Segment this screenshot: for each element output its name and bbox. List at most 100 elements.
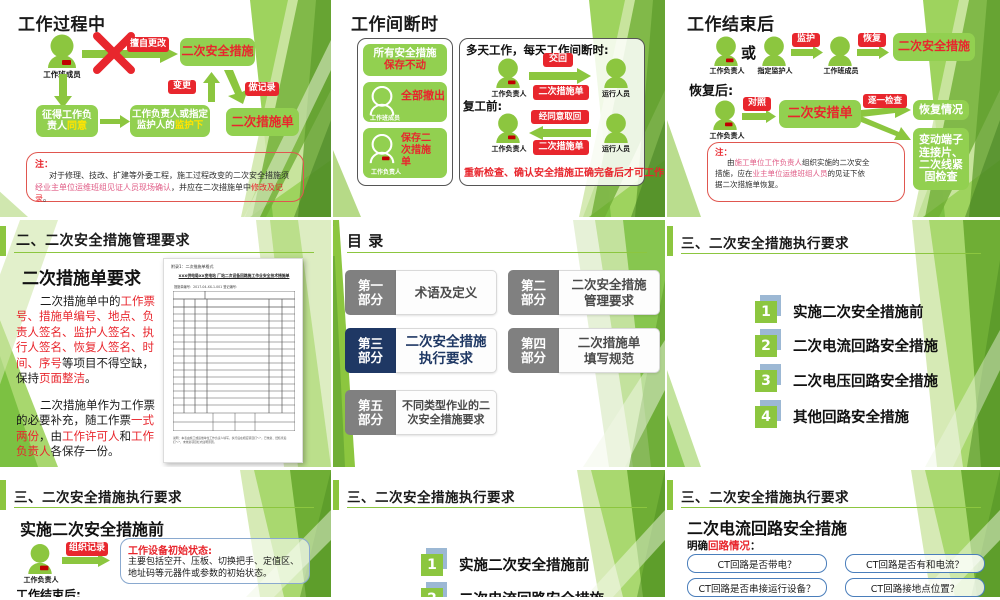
- label-person-1: 工作负责人: [709, 67, 745, 75]
- list-item-label-2: 二次电流回路安全措施: [459, 592, 604, 600]
- doc-title: XXX供电局XX变电站 厂站二次设备回路施工作业安全技术措施单: [178, 273, 290, 278]
- tag-doc-2: 二次措施单: [533, 140, 589, 155]
- label-person-leader: 工作负责人: [709, 132, 745, 140]
- document-thumbnail[interactable]: 附录1：二次措施单格式 XXX供电局XX变电站 厂站二次设备回路施工作业安全技术…: [163, 258, 303, 463]
- title-underline: [14, 507, 314, 508]
- tag-restore: 恢复: [858, 33, 886, 47]
- list-item-3[interactable]: 3 二次电压回路安全措施: [755, 364, 938, 393]
- note-line-1: 对于修理、技改、扩建等外委工程，施工过程改变的二次安全措施须: [49, 171, 289, 180]
- tag-supervise: 监护: [792, 33, 820, 47]
- list-item-label-4: 其他回路安全措施: [793, 410, 909, 426]
- step-number-1: 1: [755, 295, 781, 324]
- slide-contents[interactable]: 目 录 第一部分 术语及定义 第二部分 二次安全措施管理要求 第三部分 二次安全…: [333, 220, 667, 470]
- list-item-label-3: 二次电压回路安全措施: [793, 374, 938, 390]
- title-accent-bar: [0, 226, 6, 256]
- slide-ct-circuit-measures[interactable]: 三、二次安全措施执行要求 二次电流回路安全措施 明确回路情况： CT回路是否带电…: [667, 470, 1000, 600]
- ct-question-3[interactable]: CT回路是否串接运行设备？: [687, 578, 827, 597]
- tag-compare: 对照: [743, 97, 771, 111]
- person-icon-leader-1: [496, 58, 520, 88]
- toc-number-5: 第五部分: [345, 390, 396, 435]
- slide-background: [333, 470, 665, 597]
- arrow-left-icon: [529, 126, 591, 140]
- ct-question-2[interactable]: CT回路是否有和电流？: [845, 554, 985, 573]
- person-icon-operator-1: [604, 58, 628, 88]
- arrow-right-icon-1: [791, 46, 823, 59]
- list-item-1[interactable]: 1 实施二次安全措施前: [755, 295, 924, 324]
- toc-number-3: 第三部分: [345, 328, 396, 373]
- paragraph-2: 二次措施单作为工作票的必要补充，随工作票一式两份，由工作许可人和工作负责人各保存…: [16, 398, 155, 459]
- title-accent-bar: [333, 480, 339, 510]
- info-box: 工作设备初始状态: 主要包括空开、压板、切换把手、定值区、 地址码等元器件或参数…: [120, 538, 310, 584]
- person-icon-supervisor: [762, 36, 786, 66]
- list-item-label-1: 实施二次安全措施前: [459, 558, 590, 574]
- arrow-diagonal-icon: [224, 70, 248, 104]
- toc-label-4: 二次措施单填写规范: [559, 328, 660, 373]
- slide-execution-requirements-list-2[interactable]: 三、二次安全措施执行要求 1 实施二次安全措施前 2 二次电流回路安全措施: [333, 470, 667, 600]
- info-box-line-1: 主要包括空开、压板、切换把手、定值区、: [128, 557, 300, 567]
- box-supervision: 工作负责人或指定监护人的监护下: [130, 105, 210, 137]
- box-restore-status: 恢复情况: [913, 100, 969, 120]
- list-item-4[interactable]: 4 其他回路安全措施: [755, 400, 909, 429]
- person-label-leader: 工作负责人: [370, 169, 401, 176]
- section-heading: 实施二次安全措施前: [20, 520, 165, 539]
- paragraph-1: 二次措施单中的工作票号、措施单编号、地点、负责人签名、监护人签名、执行人签名、恢…: [16, 294, 155, 386]
- slide-execution-requirements-list[interactable]: 三、二次安全措施执行要求 1 实施二次安全措施前 2 二次电流回路安全措施 3 …: [667, 220, 1000, 470]
- note-label: 注：: [715, 148, 733, 158]
- slide-background: [0, 470, 331, 597]
- label-to-2: 运行人员: [602, 145, 630, 153]
- sub-suffix: ：: [750, 540, 761, 552]
- toc-number-4: 第四部分: [508, 328, 559, 373]
- list-item-1[interactable]: 1 实施二次安全措施前: [421, 548, 590, 577]
- slide-work-interrupted[interactable]: 工作间断时 所有安全措施保存不动 工作班成员 全部撤出 工作负责人 保存二次措施…: [333, 0, 667, 220]
- list-item-2[interactable]: 2 二次电流回路安全措施: [421, 582, 604, 600]
- list-item-label-1: 实施二次安全措施前: [793, 305, 924, 321]
- ct-question-1[interactable]: CT回路是否带电？: [687, 554, 827, 573]
- toc-row-5[interactable]: 第五部分 不同类型作业的二次安全措施要求: [345, 390, 497, 435]
- slide-management-requirements[interactable]: 二、二次安全措施管理要求 二次措施单要求 二次措施单中的工作票号、措施单编号、地…: [0, 220, 333, 470]
- person-label-crew: 工作班成员: [369, 115, 400, 122]
- tag-retrieve: 经同意取回: [531, 110, 589, 124]
- step-number-2: 2: [421, 582, 447, 597]
- info-box-line-2: 地址码等元器件或参数的初始状态。: [128, 568, 273, 579]
- person-icon-leader-2: [713, 100, 737, 130]
- or-text: 或: [741, 44, 757, 62]
- note-line-2: 经业主单位运维班组见证人员现场确认，并应在二次措施单中修改及记录。: [35, 182, 283, 204]
- doc-attachment-label: 附录1：二次措施单格式: [171, 264, 214, 269]
- toc-row-3[interactable]: 第三部分 二次安全措施执行要求: [345, 328, 497, 373]
- sub-heading: 明确回路情况：: [687, 538, 761, 553]
- heading-multiday: 多天工作，每天工作间断时:: [466, 43, 609, 57]
- ct-question-4[interactable]: CT回路接地点位置？: [845, 578, 985, 597]
- panel-footer-text: 重新检查、确认安全措施正确完备后才可工作: [464, 168, 664, 179]
- section-heading: 二次措施单要求: [22, 269, 141, 289]
- title-underline: [681, 507, 981, 508]
- toc-row-4[interactable]: 第四部分 二次措施单填写规范: [508, 328, 660, 373]
- page-title: 工作过程中: [18, 15, 106, 35]
- person-icon-2: [369, 134, 395, 164]
- note-line-2: 措施，应在业主单位运维班组人员的见证下依: [715, 168, 865, 178]
- slide-before-implementation[interactable]: 三、二次安全措施执行要求 实施二次安全措施前 工作负责人 组织记录 工作设备初始…: [0, 470, 333, 600]
- person-icon-leader-2: [496, 113, 520, 143]
- box-measure-sheet: 二次安措单: [779, 100, 861, 128]
- toc-row-2[interactable]: 第二部分 二次安全措施管理要求: [508, 270, 660, 315]
- box-obtain-consent: 征得工作负责人同意: [36, 105, 98, 137]
- toc-row-1[interactable]: 第一部分 术语及定义: [345, 270, 497, 315]
- step-number-2: 2: [755, 329, 781, 358]
- person-label: 工作负责人: [23, 576, 59, 584]
- title-underline: [14, 252, 314, 253]
- step-number-1: 1: [421, 548, 447, 577]
- arrow-right-icon-2: [100, 115, 130, 128]
- list-item-2[interactable]: 2 二次电流回路安全措施: [755, 329, 938, 358]
- person-icon-leader: [714, 36, 738, 66]
- step-number-3: 3: [755, 364, 781, 393]
- cross-icon: [93, 32, 135, 74]
- toc-label-3: 二次安全措施执行要求: [396, 328, 497, 373]
- toc-label-5: 不同类型作业的二次安全措施要求: [396, 390, 497, 435]
- slide-background: [667, 220, 1000, 467]
- title-accent-bar: [667, 226, 673, 256]
- page-title: 三、二次安全措施执行要求: [681, 236, 849, 252]
- slide-work-finished[interactable]: 工作结束后 或 工作负责人 指定监护人 监护 工作班成员: [667, 0, 1000, 220]
- title-accent-bar: [0, 480, 6, 510]
- page-title: 三、二次安全措施执行要求: [681, 490, 849, 506]
